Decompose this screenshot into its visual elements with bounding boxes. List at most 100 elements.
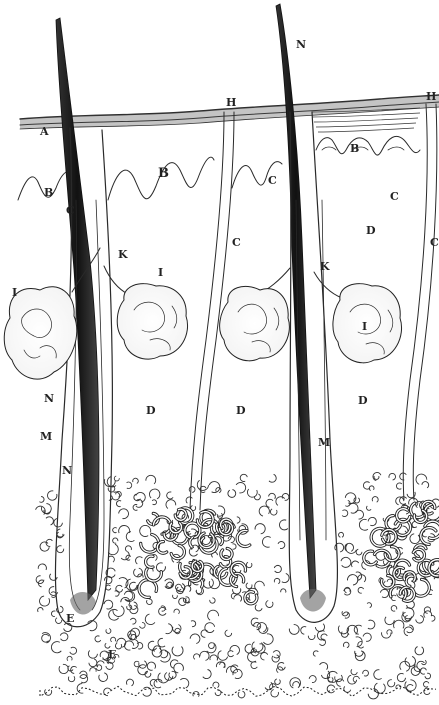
fat-cell (104, 479, 115, 486)
fat-cell (272, 655, 279, 662)
fat-cell (111, 637, 116, 642)
fat-cell (416, 615, 424, 623)
label-a-epidermis: A (39, 125, 49, 138)
fat-cell (109, 609, 119, 620)
fat-cell (309, 676, 316, 683)
fat-cell (342, 510, 348, 517)
label-b-right: B (350, 142, 359, 155)
fat-cell (234, 595, 242, 602)
fat-cell (45, 689, 52, 695)
label-h-center: H (226, 96, 236, 109)
label-m-left: M (40, 430, 52, 443)
fat-cell (257, 623, 267, 632)
fat-cell (424, 607, 430, 613)
fat-cell (196, 589, 202, 593)
fat-cell (190, 634, 200, 644)
fat-cell (269, 493, 276, 498)
fat-cell (266, 601, 273, 608)
fat-cell (127, 605, 132, 610)
fat-cell (394, 620, 404, 628)
fat-cell (347, 575, 357, 585)
fat-cell (209, 482, 220, 493)
fat-cell (116, 501, 121, 507)
fat-cell (374, 670, 382, 680)
fat-cell (146, 475, 156, 484)
fat-cell (215, 690, 221, 696)
fat-cell (385, 617, 394, 625)
fat-cell (132, 639, 138, 648)
fat-cell (205, 623, 215, 633)
fat-cell (275, 679, 281, 685)
fat-cell (265, 682, 273, 689)
label-d-right: D (358, 394, 368, 407)
fat-cell (126, 679, 133, 686)
fat-cell (368, 689, 378, 699)
fat-cell (354, 625, 361, 634)
fat-cell (368, 620, 375, 629)
label-k-left: K (118, 248, 128, 261)
fat-cell (77, 684, 83, 694)
fat-cell (46, 517, 53, 525)
fat-cell (90, 668, 96, 672)
fat-cell (200, 651, 209, 660)
label-i-right: I (362, 320, 367, 333)
fat-cell (359, 519, 368, 530)
sweat-gland-tubule-lumen (237, 530, 250, 546)
fat-cell (51, 611, 55, 617)
fat-cell (186, 497, 192, 503)
fat-cell (99, 673, 108, 682)
fat-cell (108, 544, 118, 555)
fat-cell (367, 603, 371, 608)
sebaceous-gland-left (104, 266, 188, 359)
fat-cell (71, 666, 77, 673)
fat-cell (343, 642, 349, 648)
fat-cell (191, 621, 196, 627)
fat-cell (57, 546, 64, 553)
fat-cell (108, 556, 114, 562)
fat-cell (158, 638, 165, 647)
sweat-gland-tubule-lumen (171, 545, 184, 558)
fat-cell (39, 496, 44, 502)
fat-cell (96, 665, 102, 671)
fat-cell (351, 669, 357, 674)
fat-cell (313, 651, 318, 657)
fat-cell (149, 489, 159, 499)
label-c-center: C (232, 236, 241, 249)
fat-cell (410, 534, 420, 544)
fat-cell (116, 491, 122, 497)
sweat-duct-right (403, 104, 437, 500)
label-d-right-top: D (366, 224, 376, 237)
fat-cell (147, 662, 155, 670)
fat-cell (140, 623, 146, 629)
fat-cell (240, 474, 247, 481)
sebaceous-gland-right (314, 272, 402, 363)
fat-cell (233, 588, 241, 594)
fat-cell (208, 610, 219, 620)
fat-cell (232, 544, 236, 549)
fat-cell (374, 683, 385, 693)
fat-cell (129, 582, 137, 590)
fat-cell (228, 490, 236, 498)
fat-cell (358, 587, 364, 593)
fat-cell (88, 651, 97, 659)
fat-cell (263, 634, 273, 645)
fat-cell (213, 682, 219, 688)
label-n-left: N (44, 392, 54, 405)
fat-cell (126, 532, 134, 542)
fat-cell (341, 557, 351, 567)
fat-cell (424, 611, 432, 618)
fat-cell (387, 579, 392, 584)
sweat-gland-tubule-lumen (154, 517, 171, 534)
fat-cell (424, 688, 430, 694)
fat-cell (68, 676, 74, 681)
fat-cell (210, 598, 215, 603)
fat-cell (354, 498, 360, 503)
label-k-right: K (320, 260, 330, 273)
fat-cell (119, 509, 129, 519)
fat-cell (363, 670, 369, 676)
label-i-far-left: I (12, 286, 17, 299)
fat-cell (254, 494, 260, 500)
fat-cell (247, 489, 257, 497)
fat-cell (189, 487, 195, 493)
fat-cell (97, 661, 104, 667)
